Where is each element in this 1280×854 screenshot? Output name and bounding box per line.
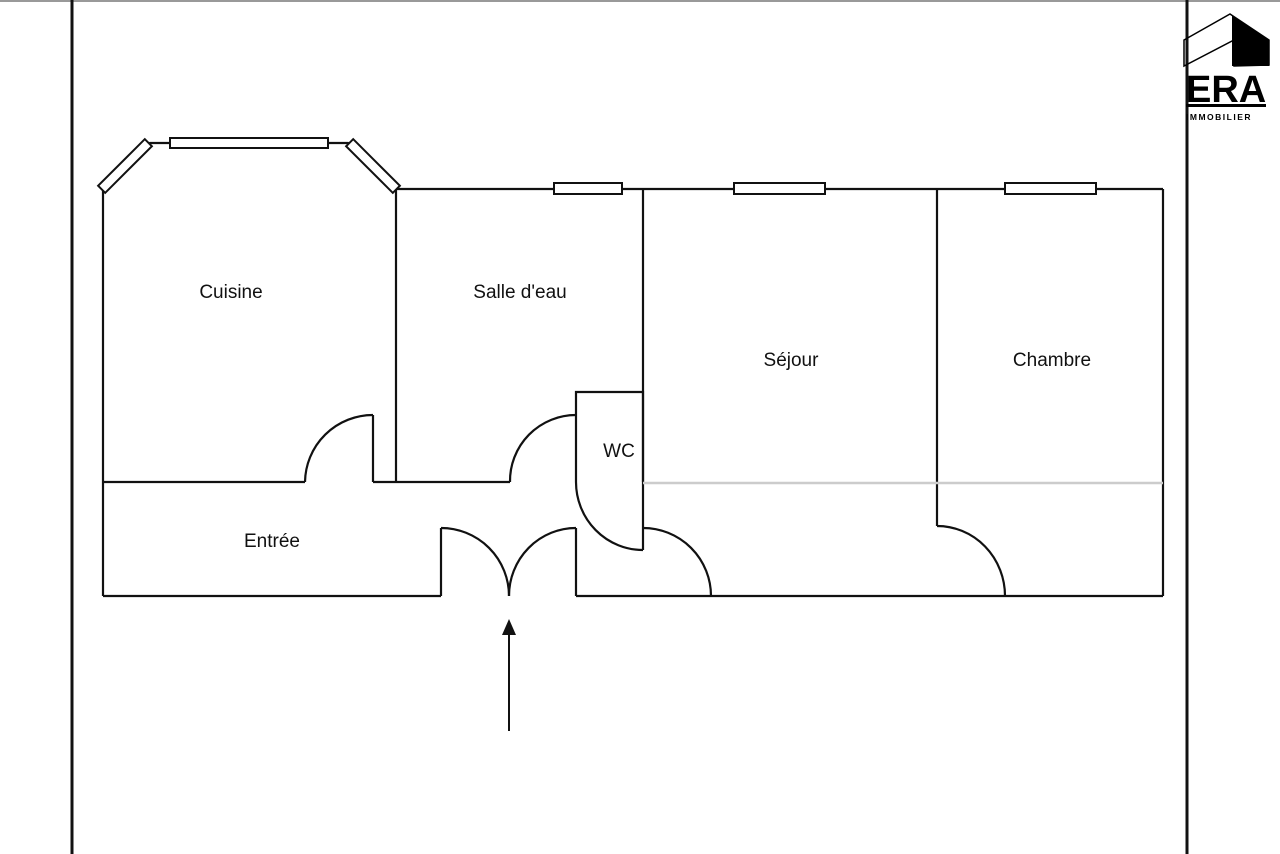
walls [101,141,1165,598]
door-entry-right [507,526,577,597]
door-entry-left [440,526,511,597]
door-wc [574,481,644,552]
room-label-cuisine: Cuisine [199,282,262,303]
door-cuisine [303,413,374,483]
windows [96,137,1097,195]
room-label-wc: WC [603,441,635,462]
window [169,137,329,149]
door-salle-eau [508,413,577,483]
room-label-salle-eau: Salle d'eau [473,282,566,303]
window [344,137,402,195]
logo-subtitle: IMMOBILIER [1186,112,1252,122]
room-label-entree: Entrée [244,531,300,552]
door-sejour [642,526,713,597]
era-logo: ERA IMMOBILIER [1183,13,1270,122]
entry-arrow-icon [502,619,516,731]
window [733,182,826,195]
window [553,182,623,195]
window [1004,182,1097,195]
door-chambre [936,524,1007,597]
room-label-sejour: Séjour [764,350,820,371]
room-label-chambre: Chambre [1013,350,1091,371]
window [96,137,154,195]
